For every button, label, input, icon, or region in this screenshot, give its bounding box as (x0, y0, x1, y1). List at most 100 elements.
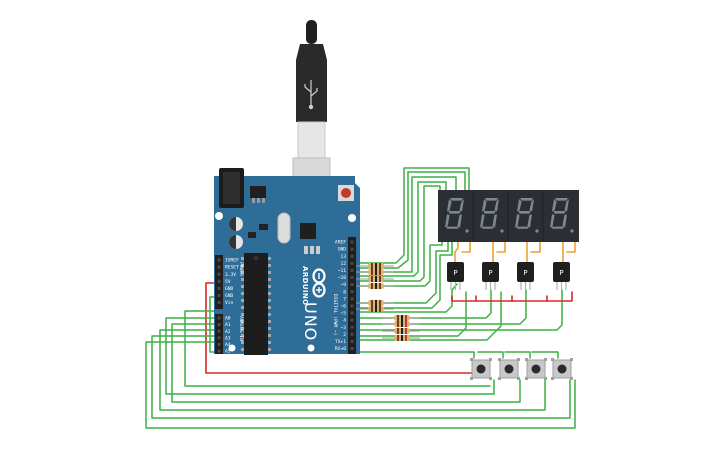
segment-e (480, 214, 485, 228)
analog-header[interactable] (215, 314, 223, 354)
segment-a (555, 198, 568, 201)
reset-button-cap (341, 188, 351, 198)
board-brand-text: ARDUINO (301, 266, 309, 306)
digital-pin-label: 12 (340, 261, 346, 267)
red-wires (205, 282, 573, 374)
analog-pin-socket[interactable] (217, 329, 221, 333)
board-model-text: UNO (301, 302, 320, 341)
analog-pin-socket[interactable] (217, 342, 221, 346)
segment-d (481, 226, 494, 229)
digital-pin-socket[interactable] (350, 261, 354, 265)
usb-interface-chip (300, 223, 316, 239)
analog-pin-label: A5 (225, 349, 231, 355)
digital-pin-socket[interactable] (350, 283, 354, 287)
digital-pin-socket[interactable] (350, 254, 354, 258)
digital-pin-socket[interactable] (350, 332, 354, 336)
segment-e (515, 214, 520, 228)
power-pin-socket[interactable] (217, 301, 221, 305)
display-digit (515, 198, 539, 233)
arduino-board[interactable]: ARDUINO UNO DIGITAL (PWM ~) POWER ANALOG… (214, 168, 360, 355)
green-wires-buttons (145, 296, 576, 429)
display-digit (445, 198, 469, 233)
segment-f (552, 199, 557, 212)
green-wires-transistors (355, 283, 563, 341)
segment-b (564, 199, 569, 212)
analog-pin-socket[interactable] (217, 323, 221, 327)
digital-pin-socket[interactable] (350, 240, 354, 244)
analog-pin-label: A0 (225, 316, 231, 322)
segment-b (529, 199, 534, 212)
capacitors (229, 217, 243, 249)
digital-pin-label: 2 (343, 332, 346, 338)
power-pin-socket[interactable] (217, 279, 221, 283)
transistor-label: P (523, 269, 527, 277)
usb-cable[interactable] (292, 20, 331, 194)
mounting-hole (228, 344, 236, 352)
segment-g (553, 211, 566, 214)
segment-f (447, 199, 452, 212)
digital-pin-label: TX▸1 (335, 339, 346, 345)
power-pin-socket[interactable] (217, 258, 221, 262)
atmega-microcontroller (241, 253, 271, 355)
analog-pin-socket[interactable] (217, 316, 221, 320)
power-pin-socket[interactable] (217, 294, 221, 297)
resistor (382, 315, 420, 321)
digital-pin-socket[interactable] (350, 247, 354, 251)
segment-g (483, 211, 496, 214)
digital-pin-label: ~11 (338, 268, 347, 274)
digital-pin-socket[interactable] (350, 339, 354, 343)
push-button[interactable] (525, 358, 547, 380)
transistors[interactable]: P P P P (447, 262, 570, 290)
resistor (356, 263, 394, 269)
transistor: P (553, 262, 570, 290)
segment-d (516, 226, 529, 229)
digital-pin-socket[interactable] (350, 311, 354, 315)
power-header-label: POWER (238, 262, 244, 276)
segment-g (518, 211, 531, 214)
push-button[interactable] (470, 358, 492, 380)
display-digits (445, 198, 574, 233)
analog-pin-socket[interactable] (217, 349, 221, 353)
segment-c (527, 214, 532, 228)
segment-f (482, 199, 487, 212)
transistor: P (447, 262, 464, 290)
digital-pin-socket[interactable] (350, 268, 354, 272)
digital-header[interactable] (348, 237, 356, 354)
digital-pin-socket[interactable] (350, 297, 354, 301)
resistor (382, 335, 420, 341)
power-pin-label: 5V (225, 279, 231, 285)
digital-pin-label: 7 (343, 296, 346, 302)
analog-pin-socket[interactable] (217, 336, 221, 340)
segment-b (459, 199, 464, 212)
analog-pin-label: A1 (225, 322, 231, 328)
segment-a (485, 198, 498, 201)
transistor-label: P (488, 269, 492, 277)
decimal-point (465, 229, 469, 233)
voltage-regulator (250, 186, 266, 198)
digital-pin-socket[interactable] (350, 304, 354, 308)
seven-segment-display[interactable] (438, 190, 579, 242)
segment-e (445, 214, 450, 228)
power-pin-socket[interactable] (217, 272, 221, 276)
digital-pin-label: GND (338, 247, 347, 253)
segment-b (494, 199, 499, 212)
power-pin-label: IOREF (225, 258, 239, 264)
push-button[interactable] (498, 358, 520, 380)
digital-pin-socket[interactable] (350, 318, 354, 322)
power-pin-socket[interactable] (217, 286, 221, 290)
resistors[interactable] (356, 263, 420, 341)
arduino-logo (312, 268, 326, 298)
segment-g (448, 211, 461, 214)
digital-pin-socket[interactable] (350, 276, 354, 279)
resistor (356, 283, 394, 289)
push-buttons[interactable] (470, 358, 573, 380)
digital-pin-socket[interactable] (350, 347, 354, 350)
power-pin-socket[interactable] (217, 265, 221, 269)
push-button[interactable] (551, 358, 573, 380)
digital-pin-socket[interactable] (350, 325, 354, 329)
transistor: P (482, 262, 499, 290)
digital-pin-socket[interactable] (350, 290, 354, 294)
